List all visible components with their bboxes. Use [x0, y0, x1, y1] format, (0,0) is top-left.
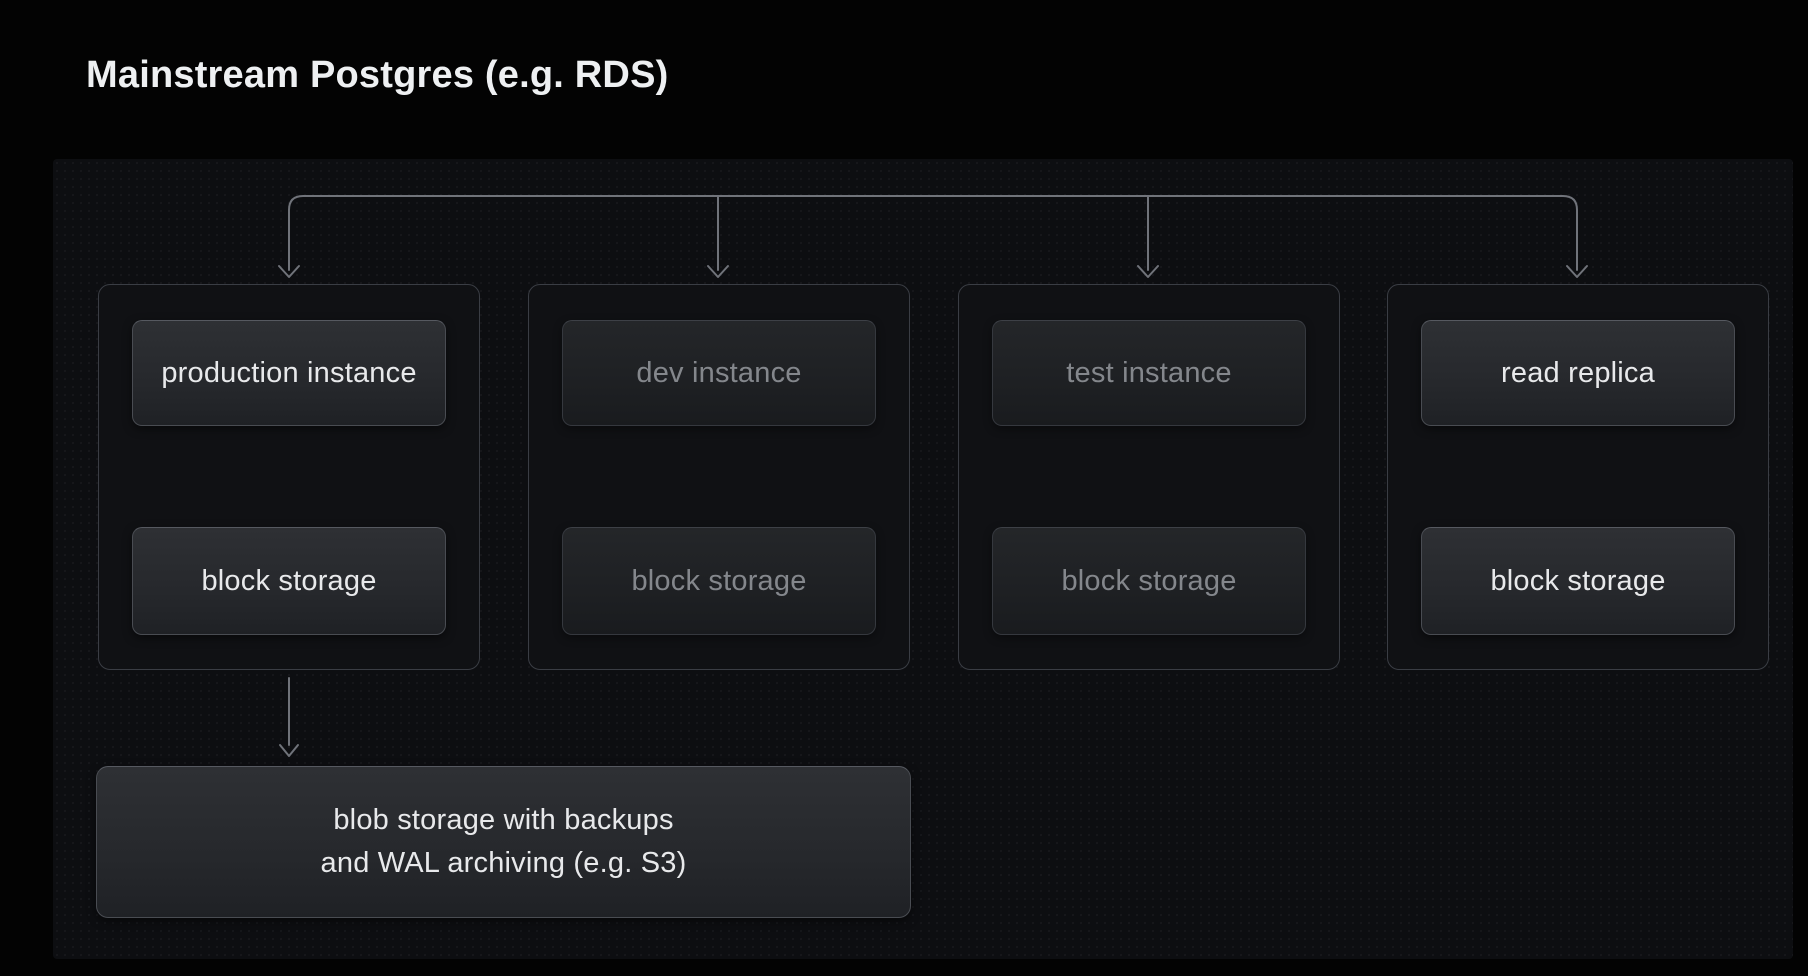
node-read-replica: read replica: [1421, 320, 1735, 426]
node-blob-storage: blob storage with backups and WAL archiv…: [96, 766, 911, 918]
page-title: Mainstream Postgres (e.g. RDS): [86, 54, 669, 96]
instance-label: test instance: [1066, 356, 1232, 389]
storage-label: block storage: [201, 564, 377, 597]
blob-storage-label-line2: and WAL archiving (e.g. S3): [320, 847, 687, 879]
group-read-replica: read replica block storage: [1387, 284, 1769, 670]
group-production: production instance block storage: [98, 284, 480, 670]
node-dev-instance: dev instance: [562, 320, 876, 426]
group-dev: dev instance block storage: [528, 284, 910, 670]
storage-label: block storage: [631, 564, 807, 597]
group-test: test instance block storage: [958, 284, 1340, 670]
node-read-replica-block-storage: block storage: [1421, 527, 1735, 635]
node-test-instance: test instance: [992, 320, 1306, 426]
node-dev-block-storage: block storage: [562, 527, 876, 635]
storage-label: block storage: [1490, 564, 1666, 597]
node-production-block-storage: block storage: [132, 527, 446, 635]
blob-storage-label-line1: blob storage with backups: [333, 804, 674, 836]
storage-label: block storage: [1061, 564, 1237, 597]
node-test-block-storage: block storage: [992, 527, 1306, 635]
node-production-instance: production instance: [132, 320, 446, 426]
instance-label: dev instance: [636, 356, 802, 389]
instance-label: production instance: [161, 356, 417, 389]
instance-label: read replica: [1501, 356, 1655, 389]
